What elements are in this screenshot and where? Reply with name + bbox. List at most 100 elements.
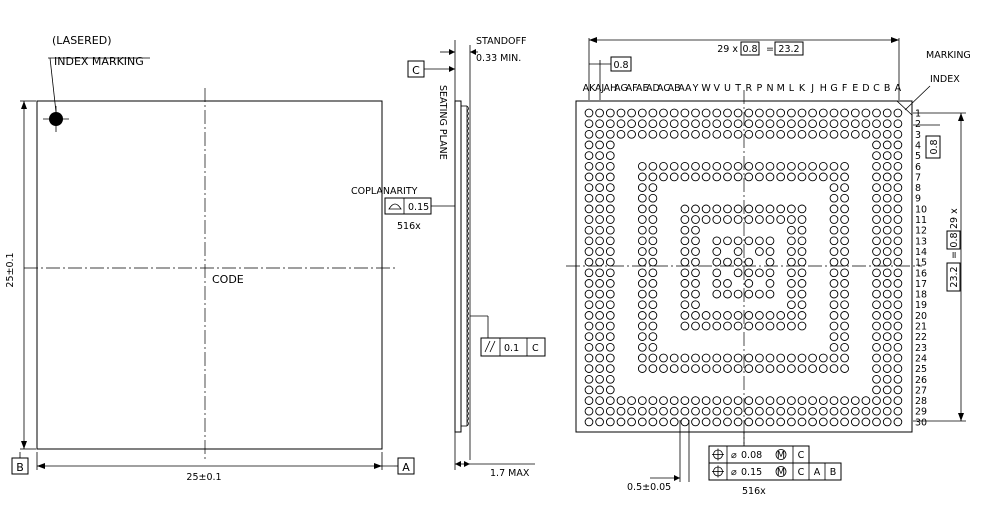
solder-ball	[872, 247, 881, 256]
solder-ball	[712, 321, 722, 331]
solder-ball	[882, 417, 892, 427]
solder-ball	[808, 406, 817, 416]
solder-ball	[595, 247, 604, 256]
solder-ball	[595, 353, 604, 363]
solder-ball	[733, 417, 743, 427]
solder-ball	[829, 268, 839, 278]
solder-ball	[840, 119, 849, 129]
solder-ball	[691, 108, 700, 118]
solder-ball	[755, 119, 764, 129]
row-label: 13	[915, 236, 927, 247]
solder-ball	[744, 172, 754, 182]
solder-ball	[637, 225, 647, 235]
solder-ball	[595, 311, 604, 320]
solder-ball	[840, 321, 849, 331]
solder-ball	[627, 406, 636, 416]
code-label: CODE	[212, 273, 244, 286]
solder-ball	[712, 247, 722, 256]
solder-ball	[755, 215, 764, 224]
solder-ball	[605, 396, 615, 405]
solder-ball	[765, 215, 775, 224]
solder-ball	[797, 321, 807, 331]
solder-ball	[829, 108, 839, 118]
solder-ball	[595, 417, 604, 427]
solder-ball	[680, 257, 690, 267]
solder-ball	[648, 332, 658, 341]
column-label: R	[745, 83, 752, 94]
solder-ball	[765, 172, 775, 182]
solder-ball	[605, 417, 615, 427]
column-label: E	[852, 83, 858, 94]
solder-ball	[701, 353, 711, 363]
package-outline	[36, 100, 383, 450]
solder-ball	[808, 161, 817, 171]
solder-ball	[680, 289, 690, 299]
solder-ball	[744, 417, 754, 427]
solder-ball	[787, 396, 796, 405]
solder-ball	[893, 385, 903, 395]
solder-ball	[787, 204, 796, 214]
solder-ball	[605, 215, 615, 224]
col-dim-total: 23.2	[949, 266, 960, 287]
row-label: 10	[915, 204, 927, 215]
solder-ball	[648, 268, 658, 278]
solder-ball	[840, 406, 849, 416]
solder-ball	[872, 151, 881, 160]
solder-ball	[787, 108, 796, 118]
standoff-label: STANDOFF	[476, 36, 526, 47]
solder-ball	[755, 268, 764, 278]
height-dimension-text: 25±0.1	[5, 252, 16, 287]
solder-ball	[829, 279, 839, 288]
solder-ball	[744, 279, 754, 288]
solder-ball	[691, 247, 700, 256]
solder-ball	[840, 353, 849, 363]
row-label: 12	[915, 226, 927, 237]
solder-ball	[893, 161, 903, 171]
solder-ball	[669, 353, 679, 363]
solder-ball	[829, 406, 839, 416]
solder-ball	[893, 108, 903, 118]
parallelism-value: 0.1	[504, 343, 519, 354]
solder-ball	[776, 204, 786, 214]
solder-ball	[701, 396, 711, 405]
solder-ball	[755, 108, 764, 118]
solder-ball	[872, 300, 881, 310]
row-label: 16	[915, 268, 927, 279]
solder-ball	[765, 257, 775, 267]
solder-ball	[733, 257, 743, 267]
solder-ball	[584, 119, 594, 129]
solder-ball	[850, 108, 860, 118]
solder-ball	[872, 279, 881, 288]
solder-ball	[595, 151, 604, 160]
solder-ball	[637, 289, 647, 299]
solder-ball	[584, 364, 594, 373]
solder-ball	[755, 396, 764, 405]
solder-ball	[840, 161, 849, 171]
solder-ball	[797, 225, 807, 235]
solder-ball	[829, 129, 839, 139]
solder-ball	[595, 172, 604, 182]
solder-ball	[840, 236, 849, 246]
solder-ball	[829, 257, 839, 267]
column-label: T	[734, 83, 741, 94]
solder-ball	[680, 300, 690, 310]
column-label: L	[789, 83, 795, 94]
solder-ball	[755, 289, 764, 299]
solder-ball	[776, 119, 786, 129]
max-height-label: 1.7 MAX	[490, 468, 530, 479]
column-label: P	[757, 83, 763, 94]
solder-ball	[584, 406, 594, 416]
solder-ball	[691, 300, 700, 310]
solder-ball	[755, 321, 764, 331]
solder-ball	[648, 342, 658, 352]
solder-ball	[829, 332, 839, 341]
solder-ball	[765, 247, 775, 256]
solder-ball	[882, 268, 892, 278]
row-label: 18	[915, 290, 927, 301]
solder-ball	[787, 417, 796, 427]
solder-ball	[605, 225, 615, 235]
solder-ball	[595, 129, 604, 139]
solder-ball	[733, 406, 743, 416]
solder-ball	[584, 417, 594, 427]
